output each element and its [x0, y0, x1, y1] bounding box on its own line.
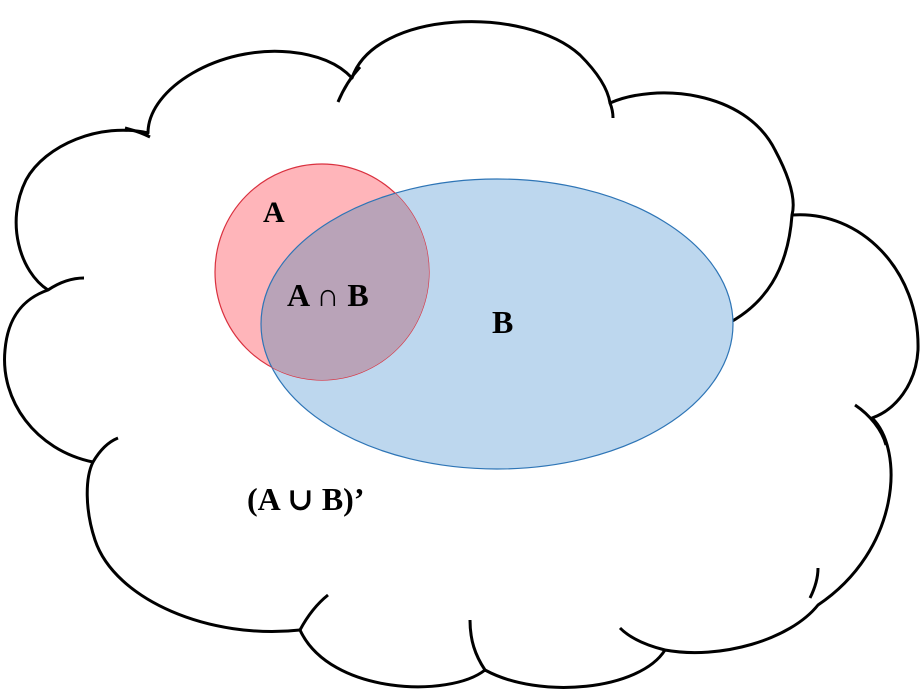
cloud-lobe-arc — [808, 567, 820, 599]
cloud-lobe-arc — [854, 403, 888, 446]
cloud-lobe-arc — [91, 436, 119, 463]
set-a-label: A — [263, 196, 285, 229]
cloud-lobe-arc — [724, 214, 794, 327]
cloud-lobe-arc — [468, 619, 487, 671]
cloud-lobe-arc — [124, 126, 151, 139]
cloud-lobe-arc — [47, 276, 85, 292]
intersection-region — [261, 179, 429, 380]
complement-label: (A ∪ B)’ — [247, 481, 364, 517]
set-b-inner-outline — [260, 178, 429, 380]
intersection-label: A ∩ B — [287, 277, 369, 313]
cloud-lobe-arc — [336, 65, 362, 103]
cloud-lobe-arc — [608, 102, 615, 119]
cloud-lobe-arc — [618, 626, 666, 652]
set-b-label: B — [492, 304, 513, 340]
cloud-lobe-arc — [298, 593, 329, 631]
